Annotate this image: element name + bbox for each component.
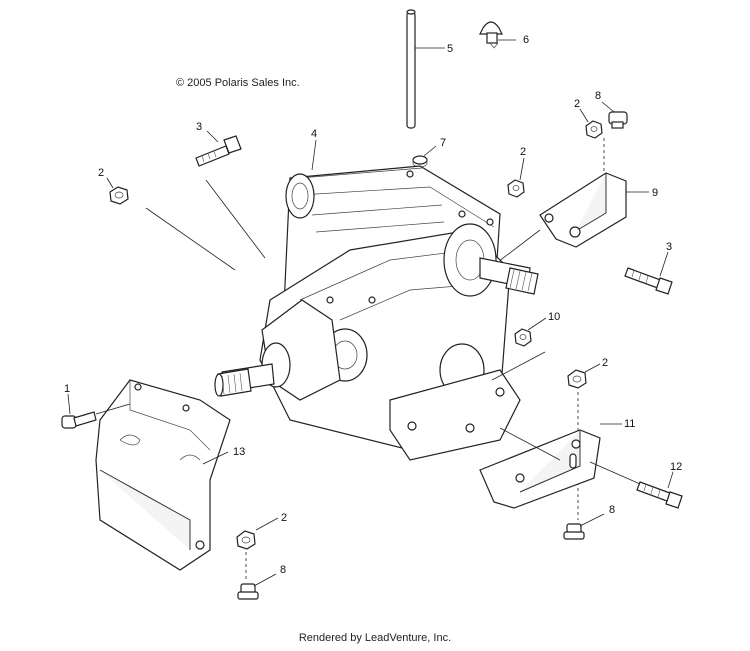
callout-8: 8 — [609, 504, 615, 516]
part-nut-right-middle[interactable] — [567, 369, 587, 389]
part-nut-top-center[interactable] — [507, 179, 525, 198]
part-bolt-lower-right[interactable] — [563, 523, 585, 540]
callout-1: 1 — [64, 383, 70, 395]
callout-8: 8 — [595, 90, 601, 102]
part-bracket-upper-right[interactable] — [539, 172, 627, 248]
callout-6: 6 — [523, 34, 529, 46]
part-bolt-lower-left[interactable] — [61, 411, 97, 429]
part-bolt-long-right[interactable] — [636, 481, 683, 509]
callout-2: 2 — [520, 146, 526, 158]
callout-8: 8 — [280, 564, 286, 576]
part-nut-top-right[interactable] — [585, 120, 603, 139]
part-nut-center-right[interactable] — [514, 328, 532, 347]
part-bracket-lower-left[interactable] — [95, 379, 231, 571]
part-bolt-right[interactable] — [624, 267, 673, 295]
part-nut-upper-left[interactable] — [109, 186, 129, 205]
part-bolt-upper-left[interactable] — [195, 135, 242, 167]
part-cap[interactable] — [412, 155, 428, 168]
callout-4: 4 — [311, 128, 317, 140]
callout-3: 3 — [666, 241, 672, 253]
callout-2: 2 — [574, 98, 580, 110]
callout-12: 12 — [670, 461, 682, 473]
part-clip[interactable] — [479, 21, 503, 49]
part-bracket-lower-right[interactable] — [479, 429, 601, 509]
callout-2: 2 — [602, 357, 608, 369]
callout-13: 13 — [233, 446, 245, 458]
callout-2: 2 — [281, 512, 287, 524]
footer-credit: Rendered by LeadVenture, Inc. — [298, 632, 452, 644]
callout-11: 11 — [624, 418, 635, 430]
part-nut-lower-center[interactable] — [236, 530, 256, 550]
callout-5: 5 — [447, 43, 453, 55]
transmission-assembly[interactable] — [214, 165, 539, 461]
callout-3: 3 — [196, 121, 202, 133]
callout-7: 7 — [440, 137, 446, 149]
callout-labels: 1 2 2 2 2 2 3 3 4 5 6 7 8 8 8 9 10 11 12… — [64, 34, 682, 576]
part-bolt-top-right[interactable] — [608, 111, 628, 129]
copyright-text: © 2005 Polaris Sales Inc. — [176, 77, 300, 89]
callout-2: 2 — [98, 167, 104, 179]
part-bolt-lower-center[interactable] — [237, 583, 259, 600]
callout-10: 10 — [548, 311, 560, 323]
callout-9: 9 — [652, 187, 658, 199]
part-rod[interactable] — [406, 9, 416, 129]
